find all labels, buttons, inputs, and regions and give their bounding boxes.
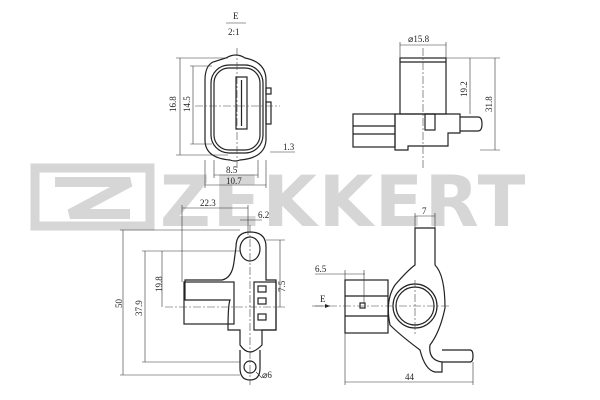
view-scale: 2:1 <box>228 27 240 37</box>
dim-8-5: 8.5 <box>226 165 238 175</box>
dim-1-3: 1.3 <box>283 142 295 152</box>
sensor-front-view <box>120 205 285 385</box>
sensor-top-view <box>312 213 474 385</box>
zekkert-logo-watermark: ZEKKERT <box>30 161 527 243</box>
dim-14-5: 14.5 <box>182 96 192 112</box>
dim-10-7: 10.7 <box>226 176 242 186</box>
dim-19-2: 19.2 <box>459 81 469 97</box>
dim-diameter-15-8: ⌀15.8 <box>408 34 430 44</box>
dim-7: 7 <box>422 206 427 216</box>
dim-7-5: 7.5 <box>277 280 287 292</box>
dim-22-3: 22.3 <box>200 198 216 208</box>
sensor-side-view <box>352 42 500 170</box>
dim-37-9: 37.9 <box>134 300 144 316</box>
dim-44: 44 <box>405 372 415 382</box>
dim-31-8: 31.8 <box>484 96 494 112</box>
logo-text: ZEKKERT <box>160 161 527 243</box>
dim-hole-diameter: ⌀6 <box>262 370 272 380</box>
dim-6-5: 6.5 <box>315 264 327 274</box>
view-arrow-e: E <box>320 294 326 304</box>
dim-6-2: 6.2 <box>258 210 269 220</box>
dim-50: 50 <box>114 299 124 309</box>
dim-16-8: 16.8 <box>168 96 178 112</box>
connector-end-view <box>176 48 295 188</box>
view-letter: E <box>233 11 239 21</box>
dim-19-8: 19.8 <box>154 276 164 292</box>
